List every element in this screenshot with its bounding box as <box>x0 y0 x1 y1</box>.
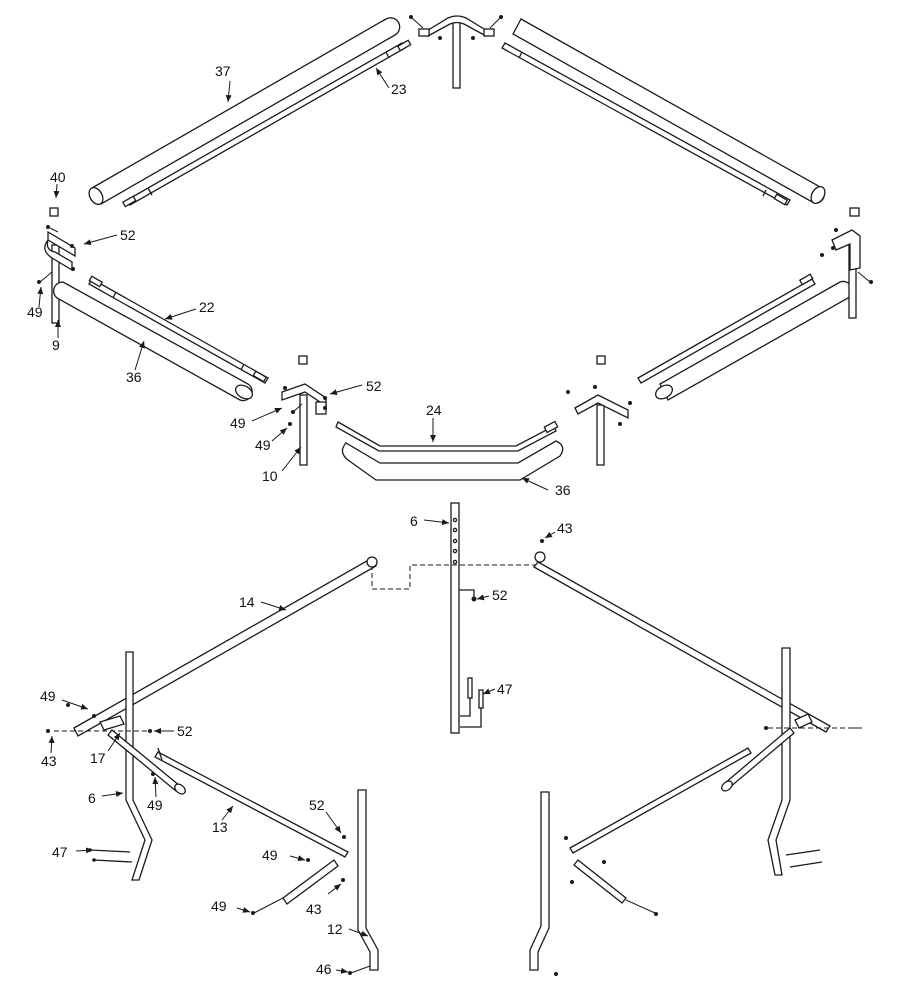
callout-36: 36 <box>126 369 142 385</box>
rail-right <box>637 273 816 384</box>
callout-17: 17 <box>90 750 106 766</box>
center-leg-6 <box>371 502 544 734</box>
callout-46: 46 <box>316 961 332 977</box>
rail-22 <box>88 275 269 384</box>
callout-49: 49 <box>211 898 227 914</box>
rail-14 <box>73 556 378 737</box>
rail-right-lower <box>533 551 831 733</box>
callout-52: 52 <box>120 227 136 243</box>
callout-52: 52 <box>366 378 382 394</box>
rail-13 <box>154 747 349 858</box>
callout-52: 52 <box>177 723 193 739</box>
callout-9: 9 <box>52 337 60 353</box>
callout-49: 49 <box>255 437 271 453</box>
leg-right-12 <box>529 791 658 976</box>
callout-12: 12 <box>327 921 343 937</box>
padded-rail-top-right <box>512 18 826 205</box>
left-leg-6 <box>46 651 153 881</box>
callout-22: 22 <box>199 299 215 315</box>
callout-43: 43 <box>306 901 322 917</box>
callout-49: 49 <box>147 797 163 813</box>
callout-37: 37 <box>215 63 231 79</box>
rail-right-13 <box>569 747 752 854</box>
corner-post-9 <box>37 207 76 324</box>
corner-post-10 <box>281 355 327 466</box>
callout-36: 36 <box>555 482 571 498</box>
callout-43: 43 <box>41 753 57 769</box>
callout-13: 13 <box>212 819 228 835</box>
padded-rail-36-left <box>53 281 254 402</box>
callout-6: 6 <box>88 790 96 806</box>
callout-47: 47 <box>497 681 513 697</box>
corner-post-right <box>820 207 873 319</box>
callout-23: 23 <box>391 81 407 97</box>
corner-post-front-right <box>566 355 632 466</box>
rail-23 <box>121 39 412 208</box>
callout-6: 6 <box>410 513 418 529</box>
callout-24: 24 <box>426 402 442 418</box>
callout-40: 40 <box>50 169 66 185</box>
callout-49: 49 <box>262 847 278 863</box>
front-rail-24 <box>335 420 559 452</box>
callout-43: 43 <box>557 520 573 536</box>
callout-49: 49 <box>27 304 43 320</box>
callout-14: 14 <box>239 594 255 610</box>
padded-rail-36-front <box>341 440 564 481</box>
rail-top-right <box>501 42 791 206</box>
padded-rail-37 <box>88 17 401 206</box>
right-leg <box>764 647 862 876</box>
callout-49: 49 <box>40 688 56 704</box>
leader-lines <box>37 67 556 974</box>
brace-right <box>721 727 795 792</box>
callout-10: 10 <box>262 468 278 484</box>
padded-rail-right <box>654 280 853 401</box>
leg-12 <box>251 789 379 975</box>
callout-labels: 37 23 40 52 49 9 22 36 52 49 49 10 24 36… <box>27 63 573 977</box>
callout-52: 52 <box>309 797 325 813</box>
callout-52: 52 <box>492 587 508 603</box>
callout-49: 49 <box>230 415 246 431</box>
brace-17 <box>107 729 186 795</box>
callout-47: 47 <box>52 844 68 860</box>
top-corner-bracket <box>409 15 503 89</box>
